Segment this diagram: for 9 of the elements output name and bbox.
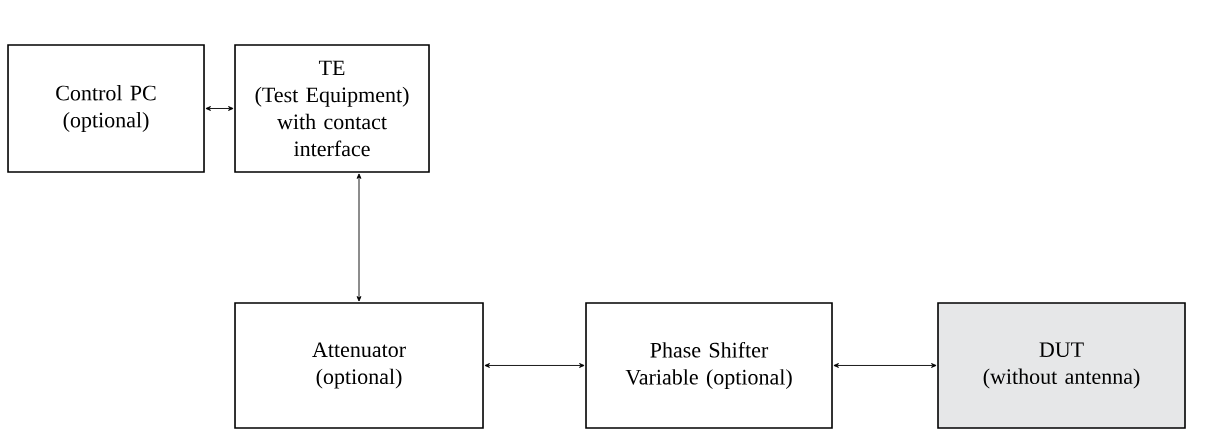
process-box: Attenuator (optional) [234, 302, 484, 429]
process-box: Phase Shifter Variable (optional) [585, 302, 833, 429]
process-box: TE (Test Equipment) with contact interface [234, 44, 430, 173]
arrow [356, 173, 362, 302]
arrow [205, 106, 234, 111]
arrow [484, 363, 585, 368]
process-box: Control PC (optional) [7, 44, 205, 173]
arrow [833, 363, 937, 368]
process-box: DUT (without antenna) [937, 302, 1186, 429]
